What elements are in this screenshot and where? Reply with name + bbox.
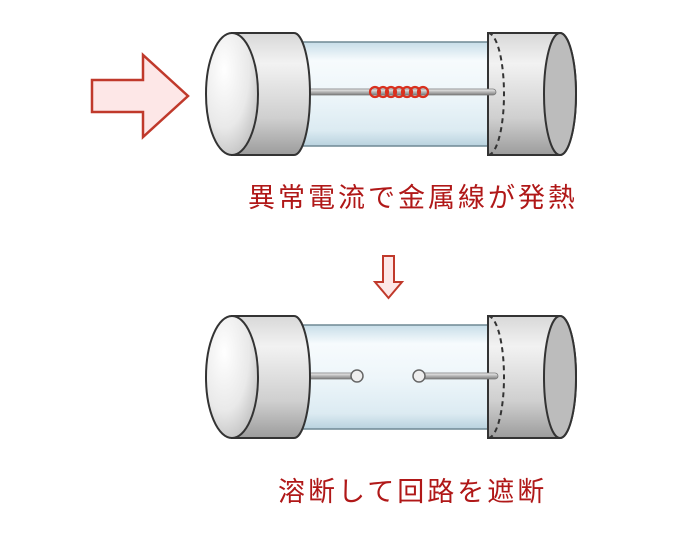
end-cap-left (205, 315, 311, 439)
current-arrow-icon (90, 52, 190, 140)
caption-overcurrent: 異常電流で金属線が発熱 (248, 183, 578, 214)
melted-end-left (350, 369, 364, 383)
end-cap-right (487, 32, 577, 156)
fuse-blown (205, 315, 577, 439)
melted-end-right (412, 369, 426, 383)
fuse-element-wire (303, 88, 497, 96)
fuse-overheating (205, 32, 577, 156)
broken-wire-right (419, 372, 499, 380)
end-cap-left (205, 32, 311, 156)
down-arrow-icon (372, 255, 405, 300)
end-cap-right (487, 315, 577, 439)
broken-wire-left (303, 372, 357, 380)
glowing-coil (368, 85, 430, 99)
caption-blown: 溶断して回路を遮断 (278, 477, 548, 508)
